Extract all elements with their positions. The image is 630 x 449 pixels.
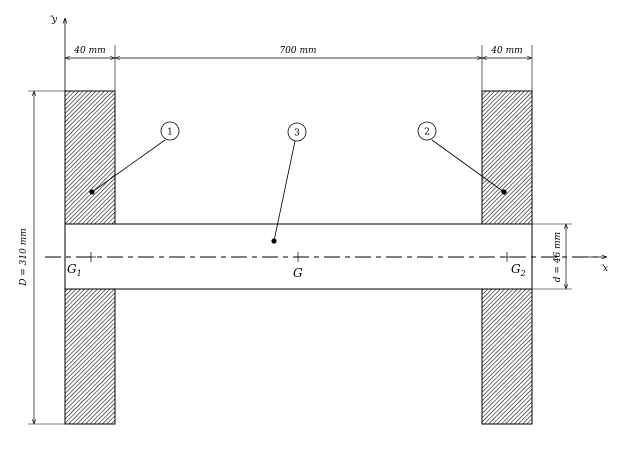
dim-big-diameter: D = 310 mm — [19, 90, 65, 425]
y-axis: ⃗y — [49, 15, 65, 270]
shaft — [64, 223, 533, 290]
part-label-3: 3 — [294, 129, 300, 139]
dim-big-diameter-label: D = 310 mm — [19, 228, 29, 287]
x-axis-label: ⃗x — [600, 264, 608, 274]
dim-left-width: 40 mm — [65, 46, 115, 58]
dim-small-diameter: d = 46 mm — [532, 223, 572, 290]
dim-center-length-label: 700 mm — [279, 46, 316, 56]
dim-small-diameter-label: d = 46 mm — [553, 232, 563, 282]
leader-3: 3 — [271, 122, 307, 244]
centroid-g2-label: G2 — [511, 262, 526, 278]
leader-2: 2 — [417, 121, 507, 195]
centroid-g-label: G — [293, 266, 303, 280]
y-axis-label: ⃗y — [49, 15, 58, 25]
part-label-1: 1 — [167, 128, 173, 138]
dim-center-length: 700 mm — [115, 46, 482, 58]
centroid-g1-label: G1 — [67, 262, 82, 278]
centroid-marks — [86, 252, 512, 262]
dim-right-width-label: 40 mm — [490, 46, 522, 56]
part-label-2: 2 — [424, 128, 430, 138]
dim-left-width-label: 40 mm — [73, 46, 105, 56]
leader-1: 1 — [89, 121, 180, 195]
x-axis: ⃗x — [45, 257, 608, 274]
dim-right-width: 40 mm — [482, 46, 532, 58]
